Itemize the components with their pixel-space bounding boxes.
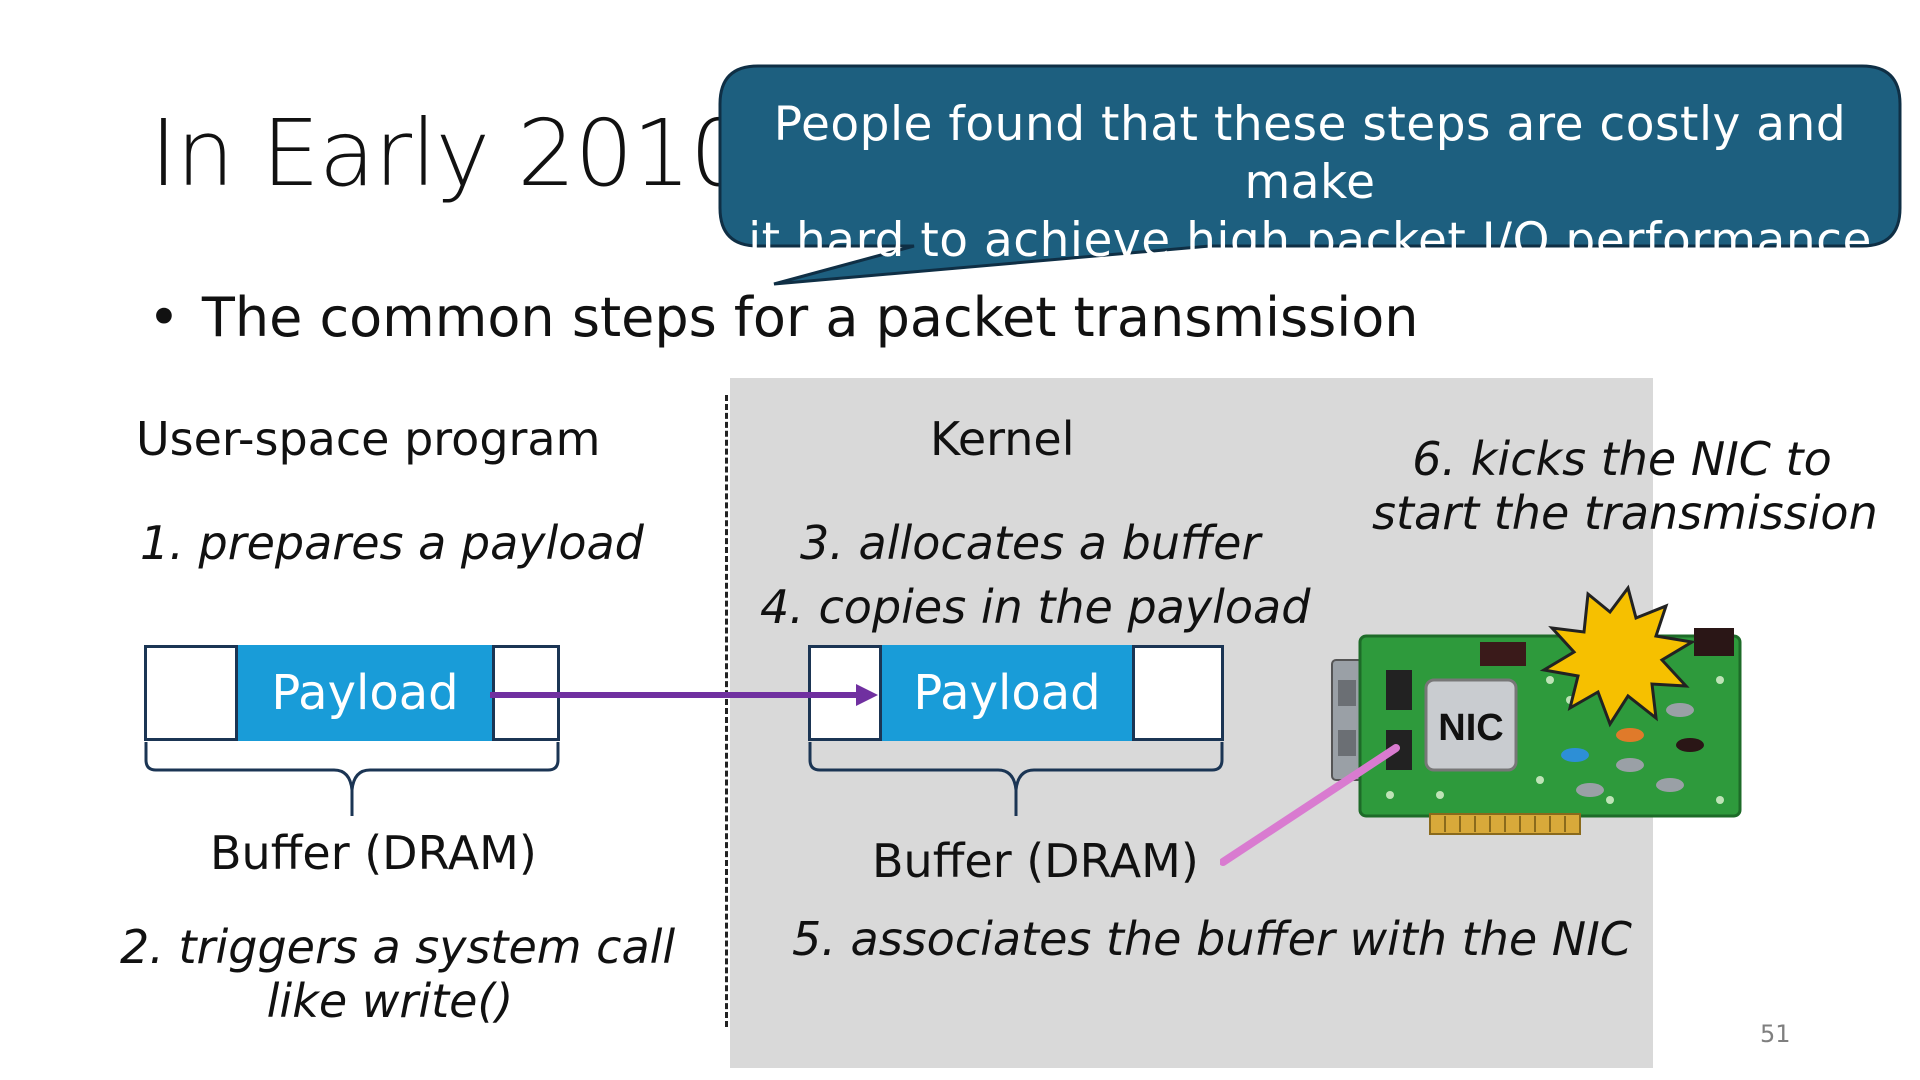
- step-4: 4. copies in the payload: [760, 580, 1311, 634]
- step-2-line-2: like write(): [266, 974, 514, 1028]
- kernel-buffer: Payload: [808, 645, 1224, 741]
- user-buffer-label: Buffer (DRAM): [210, 826, 537, 880]
- nic-card-image: NIC: [1331, 584, 1742, 835]
- user-kernel-divider: [725, 395, 728, 1027]
- step-2: 2. triggers a system call like write(): [120, 920, 676, 1028]
- step-2-line-1: 2. triggers a system call: [120, 920, 676, 974]
- callout-text: People found that these steps are costly…: [730, 96, 1890, 270]
- user-buffer-brace: [144, 742, 560, 816]
- nic-chip-label: NIC: [1438, 707, 1503, 749]
- step-1: 1. prepares a payload: [140, 516, 644, 570]
- burst-icon: [1539, 584, 1697, 728]
- bullet-text: The common steps for a packet transmissi…: [201, 286, 1419, 349]
- user-payload: Payload: [235, 645, 495, 741]
- bullet-item: • The common steps for a packet transmiss…: [148, 286, 1419, 349]
- callout-shape: [718, 64, 1902, 286]
- kernel-heading: Kernel: [930, 412, 1075, 466]
- step-3: 3. allocates a buffer: [800, 516, 1261, 570]
- step-5: 5. associates the buffer with the NIC: [792, 912, 1632, 966]
- kernel-buffer-brace: [808, 742, 1224, 816]
- nic-association-line: [1220, 744, 1400, 866]
- callout-line-1: People found that these steps are costly…: [773, 97, 1847, 210]
- step-6-line-1: 6. kicks the NIC to: [1412, 432, 1832, 486]
- step-6-line-2: start the transmission: [1372, 486, 1878, 540]
- page-number: 51: [1760, 1020, 1791, 1048]
- bullet-dot-icon: •: [148, 286, 180, 349]
- user-space-heading: User-space program: [136, 412, 601, 466]
- callout-line-2: it hard to achieve high packet I/O perfo…: [748, 213, 1872, 268]
- callout-bubble: [718, 64, 1902, 286]
- kernel-payload: Payload: [879, 645, 1135, 741]
- copy-arrow: [490, 684, 878, 706]
- step-6: 6. kicks the NIC to start the transmissi…: [1372, 432, 1878, 540]
- kernel-buffer-label: Buffer (DRAM): [872, 834, 1199, 888]
- slide-title: In Early 2010s,: [150, 100, 824, 207]
